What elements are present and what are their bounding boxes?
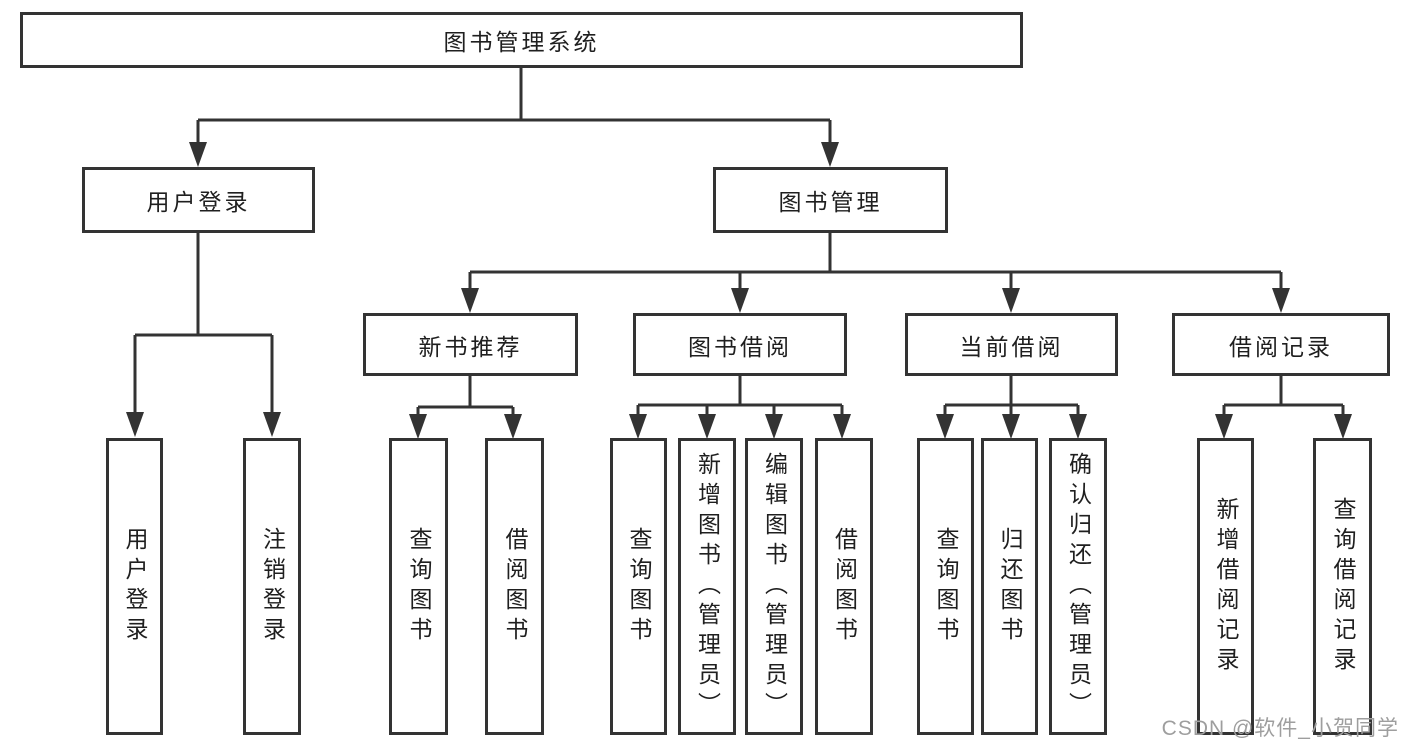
leaf-label: 借阅图书 xyxy=(831,526,858,647)
arrowhead xyxy=(821,142,839,167)
arrowhead xyxy=(629,414,647,439)
watermark-text: CSDN @软件_小贺同学 xyxy=(1161,717,1399,740)
leaf-label: 查询图书 xyxy=(626,526,652,647)
arrowhead xyxy=(833,414,851,439)
node-label: 图书管理系统 xyxy=(443,29,600,55)
leaf-label: 用户登录 xyxy=(122,526,148,647)
arrowhead xyxy=(1215,414,1233,439)
leaf-cb-confirm-return-admin: 确认归还（管理员） xyxy=(1049,438,1107,735)
arrowhead xyxy=(504,414,522,439)
leaf-label: 新增借阅记录 xyxy=(1213,496,1239,677)
arrowhead xyxy=(936,414,954,439)
node-root: 图书管理系统 xyxy=(20,12,1023,68)
arrowhead xyxy=(1002,414,1020,439)
leaf-bb-edit-book-admin: 编辑图书（管理员） xyxy=(745,438,803,735)
leaf-cb-query-book: 查询图书 xyxy=(917,438,974,735)
arrowhead xyxy=(461,288,479,313)
node-label: 当前借阅 xyxy=(959,333,1064,360)
leaf-label: 编辑图书（管理员） xyxy=(761,451,788,722)
leaf-label: 查询借阅记录 xyxy=(1330,496,1356,677)
leaf-label: 注销登录 xyxy=(259,526,286,647)
node-label: 新书推荐 xyxy=(418,333,523,360)
leaf-nb-borrow-book: 借阅图书 xyxy=(485,438,544,735)
node-new-book-recommend: 新书推荐 xyxy=(363,313,578,376)
node-label: 图书借阅 xyxy=(688,333,792,360)
leaf-label: 查询图书 xyxy=(933,526,959,647)
leaf-cb-return-book: 归还图书 xyxy=(981,438,1038,735)
arrowhead xyxy=(189,142,207,167)
node-book-borrow: 图书借阅 xyxy=(633,313,847,376)
leaf-user-login: 用户登录 xyxy=(106,438,163,735)
leaf-label: 确认归还（管理员） xyxy=(1065,451,1092,722)
leaf-rec-add-record: 新增借阅记录 xyxy=(1197,438,1254,735)
leaf-label: 归还图书 xyxy=(997,526,1023,647)
leaf-label: 新增图书（管理员） xyxy=(694,451,721,722)
leaf-bb-borrow-book: 借阅图书 xyxy=(815,438,873,735)
leaf-bb-query-book: 查询图书 xyxy=(610,438,667,735)
arrowhead xyxy=(126,412,144,437)
arrowhead xyxy=(1272,288,1290,313)
arrowhead xyxy=(731,288,749,313)
arrowhead xyxy=(1334,414,1352,439)
arrowhead xyxy=(1002,288,1020,313)
node-label: 借阅记录 xyxy=(1229,333,1333,360)
arrowhead xyxy=(409,414,427,439)
arrowhead xyxy=(765,414,783,439)
leaf-bb-add-book-admin: 新增图书（管理员） xyxy=(678,438,736,735)
leaf-nb-query-book: 查询图书 xyxy=(389,438,448,735)
node-label: 用户登录 xyxy=(146,189,251,215)
node-borrow-records: 借阅记录 xyxy=(1172,313,1390,376)
node-current-borrow: 当前借阅 xyxy=(905,313,1118,376)
node-label: 图书管理 xyxy=(778,189,883,215)
leaf-label: 查询图书 xyxy=(406,526,432,647)
node-book-management: 图书管理 xyxy=(713,167,948,233)
leaf-rec-query-record: 查询借阅记录 xyxy=(1313,438,1372,735)
arrowhead xyxy=(263,412,281,437)
leaf-logout: 注销登录 xyxy=(243,438,301,735)
arrowhead xyxy=(1069,414,1087,439)
arrowhead xyxy=(698,414,716,439)
leaf-label: 借阅图书 xyxy=(502,526,528,647)
node-user-login: 用户登录 xyxy=(82,167,315,233)
